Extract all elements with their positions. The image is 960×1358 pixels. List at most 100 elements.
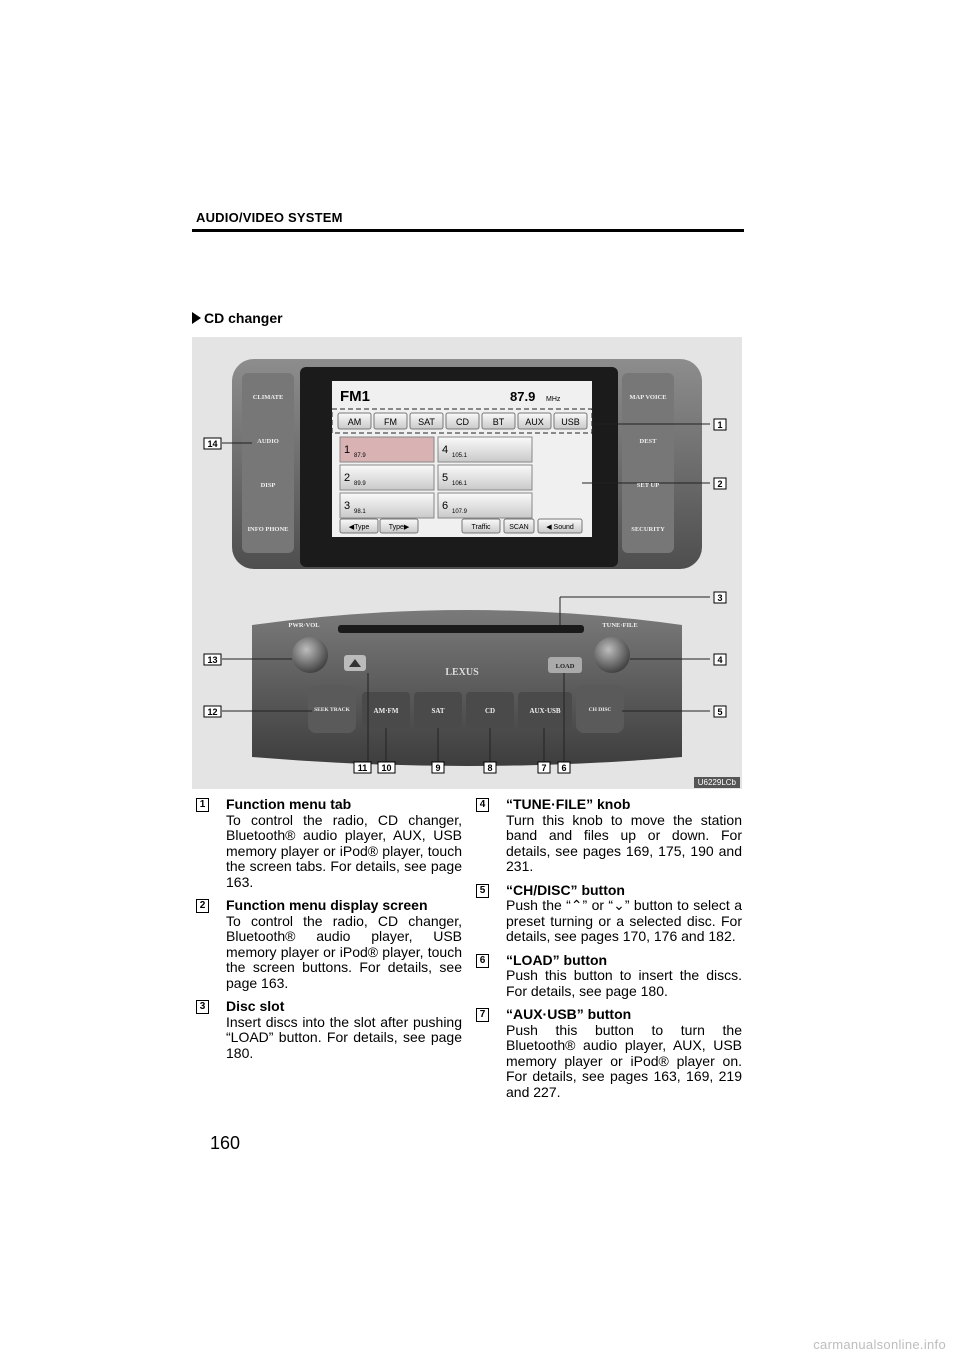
seek-track-button [308, 685, 356, 733]
callout-box [713, 418, 727, 431]
callout-box [203, 705, 222, 718]
function-tab-shape [409, 412, 444, 430]
control-panel [252, 610, 682, 766]
callout-box [537, 761, 551, 774]
item-number: 2 [196, 899, 209, 913]
aux-usb-button [518, 692, 572, 728]
preset-button-shape [437, 464, 533, 491]
load-button [548, 657, 582, 673]
preset-number: 5 [442, 472, 448, 484]
section-title: CD changer [204, 310, 283, 326]
callout-box [203, 653, 222, 666]
panel-button-label: AUX·USB [529, 707, 560, 715]
right-button-strip [622, 373, 674, 553]
preset-frequency: 89.9 [354, 481, 366, 487]
figure-code: U6229LCb [693, 777, 740, 788]
preset-number: 1 [344, 444, 350, 456]
eject-icon [349, 659, 361, 667]
page-number: 160 [210, 1133, 241, 1153]
bottom-button-label: SCAN [509, 524, 528, 531]
function-tab-shape [517, 412, 552, 430]
function-tab-shape [553, 412, 588, 430]
callout-box [353, 761, 372, 774]
triangle-bullet-icon [192, 312, 201, 324]
bottom-button-shape [503, 518, 535, 534]
item-number: 5 [476, 883, 489, 898]
preset-number: 2 [344, 472, 350, 484]
list-item: 1 Function menu tab To control the radio… [196, 796, 462, 890]
preset-frequency: 107.9 [452, 509, 468, 515]
callout-number: 1 [717, 420, 722, 430]
item-title: “CH/DISC” button [506, 881, 625, 898]
ch-disc-button [576, 685, 624, 733]
callout-box [713, 477, 727, 490]
bottom-button-label: Traffic [471, 524, 491, 531]
function-tab-label: CD [456, 417, 469, 427]
item-title: “AUX·USB” button [506, 1006, 632, 1022]
left-bezel-button-label: INFO PHONE [248, 526, 289, 533]
item-body: Insert discs into the slot after pushing… [226, 1013, 462, 1061]
item-number: 1 [196, 798, 209, 812]
callout-number: 6 [561, 763, 566, 773]
item-body: Push this button to insert the discs. Fo… [506, 967, 742, 999]
callout-number: 14 [207, 439, 217, 449]
callout-number: 12 [207, 707, 217, 717]
bottom-button-label: ◀Type [349, 524, 370, 531]
sat-button [414, 692, 462, 728]
item-body: To control the radio, CD changer, Blueto… [226, 811, 462, 890]
bottom-button-label: ◀ Sound [546, 524, 574, 531]
item-body: To control the radio, CD changer, Blueto… [226, 912, 462, 991]
callout-number: 3 [717, 593, 722, 603]
left-bezel-button-label: CLIMATE [253, 394, 284, 401]
callout-leaders [222, 408, 710, 762]
load-label: LOAD [556, 663, 575, 670]
right-bezel-button-label: DEST [640, 438, 658, 445]
callout-number: 4 [717, 655, 722, 665]
callout-box [483, 761, 497, 774]
list-item: 6 “LOAD” button Push this button to inse… [476, 951, 742, 1000]
panel-button-label: SAT [431, 707, 444, 715]
list-item: 7 “AUX·USB” button Push this button to t… [476, 1006, 742, 1100]
list-item: 2 Function menu display screen To contro… [196, 897, 462, 991]
function-tab-shape [481, 412, 516, 430]
item-number: 3 [196, 1000, 209, 1014]
brand-label: LEXUS [445, 667, 479, 678]
preset-frequency: 87.9 [354, 453, 366, 459]
item-body: Turn this knob to move the station band … [506, 811, 742, 874]
function-tab-label: SAT [418, 417, 435, 427]
item-title: “LOAD” button [506, 951, 608, 968]
callout-box [557, 761, 571, 774]
callout-number: 2 [717, 479, 722, 489]
callout-box [713, 653, 727, 666]
tune-file-knob [594, 637, 630, 673]
bottom-button-label: Type▶ [389, 524, 410, 531]
pwr-vol-label: PWR·VOL [288, 622, 320, 629]
list-item: 3 Disc slot Insert discs into the slot a… [196, 998, 462, 1061]
screen-unit: MHz [546, 396, 561, 403]
left-bezel-button-label: DISP [261, 482, 276, 489]
right-bezel-button-label: SECURITY [631, 526, 665, 533]
preset-number: 3 [344, 500, 350, 512]
list-item: 5 “CH/DISC” button Push the “⌃” or “⌄” b… [476, 881, 742, 945]
preset-button-shape [437, 492, 533, 519]
function-tab-label: BT [493, 417, 505, 427]
list-item: 4 “TUNE·FILE” knob Turn this knob to mov… [476, 796, 742, 875]
preset-number: 4 [442, 444, 448, 456]
function-tab-shape [445, 412, 480, 430]
running-header: AUDIO/VIDEO SYSTEM [196, 210, 343, 225]
ch-disc-label: CH DISC [589, 707, 612, 713]
pwr-vol-knob [292, 637, 328, 673]
bottom-button-shape [339, 518, 379, 534]
item-title: Disc slot [226, 998, 285, 1014]
bottom-button-shape [537, 518, 583, 534]
callout-number: 10 [381, 763, 391, 773]
callout-number: 13 [207, 655, 217, 665]
callout-number: 7 [541, 763, 546, 773]
function-tab-label: USB [561, 417, 580, 427]
screen-band: FM1 [340, 388, 370, 405]
bottom-button-shape [461, 518, 501, 534]
